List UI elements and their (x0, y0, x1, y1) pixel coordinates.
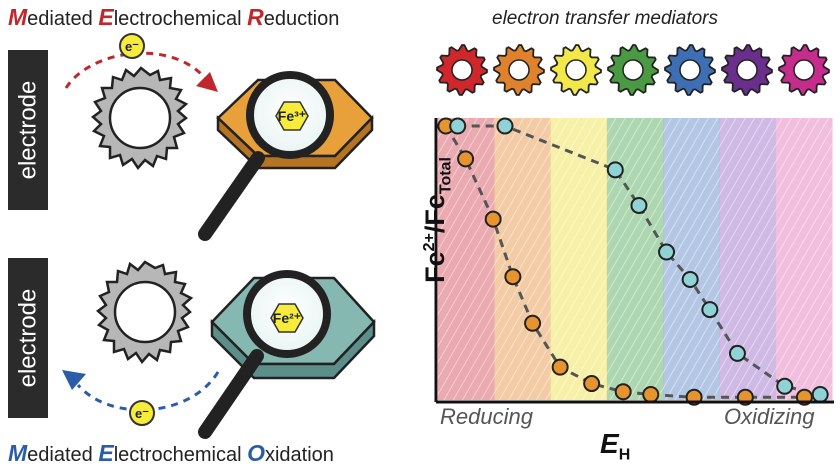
data-point (457, 150, 475, 168)
electrode-label-bottom: electrode (8, 258, 48, 418)
fit-curve-1 (457, 124, 821, 396)
data-point (449, 117, 467, 135)
x-left-label: Reducing (440, 404, 533, 429)
title-cap-e: E (98, 440, 114, 466)
fit-curve-0 (444, 125, 805, 399)
data-point (504, 268, 522, 286)
data-point (496, 117, 514, 135)
title-cap-o: O (247, 440, 265, 466)
electron-label: e⁻ (125, 39, 139, 54)
fe3-hexagon (275, 101, 309, 131)
fe2-hexagon (270, 303, 304, 333)
potential-bands (438, 118, 833, 400)
ylabel-sub: Total (437, 157, 455, 195)
arrowhead-icon (196, 72, 218, 92)
data-point (606, 161, 624, 179)
band-texture (438, 118, 832, 400)
data-point (484, 210, 502, 228)
magnifier-handle (198, 349, 264, 439)
electrode-label-top: electrode (8, 50, 48, 210)
mediator-gear-hole (565, 59, 587, 81)
oxidation-title: Mediated Electrochemical Oxidation (8, 440, 334, 467)
mediator-gear-hole (793, 59, 815, 81)
gear-hole (113, 280, 177, 344)
mediator-gear-hole (679, 59, 701, 81)
data-point (681, 270, 699, 288)
title-text: ediated (27, 444, 99, 466)
ylabel-sep: /Fe (420, 194, 450, 234)
xlabel-main: E (600, 428, 619, 459)
mediator-gear-hole (622, 59, 644, 81)
data-point (776, 377, 794, 395)
title-cap-m: M (8, 440, 28, 466)
mediators-title: electron transfer mediators (492, 8, 718, 29)
fit-curves (444, 124, 821, 399)
y-axis-label: Fe2+/FeTotal (420, 140, 460, 300)
reduction-title: Mediated Electrochemical Reduction (8, 4, 339, 31)
mediator-gear-hole (508, 59, 530, 81)
ylabel-fe: Fe (420, 251, 450, 283)
ylabel-charge: 2+ (421, 233, 438, 252)
electrode-text: electrode (14, 288, 42, 388)
electron-icon (129, 400, 155, 426)
title-text: xidation (264, 444, 334, 466)
title-text: ediated (27, 8, 99, 30)
mediator-gears (436, 44, 830, 96)
data-point (630, 196, 648, 214)
x-axis-label: EH (600, 428, 630, 465)
data-point (658, 243, 676, 261)
data-point (614, 383, 632, 401)
title-text: lectrochemical (113, 444, 248, 466)
arrowhead-icon (62, 370, 86, 390)
data-point (728, 344, 746, 362)
electrode-text: electrode (14, 80, 42, 180)
data-point (811, 386, 829, 404)
mediator-gear-hole (736, 59, 758, 81)
electron-label: e⁻ (135, 406, 149, 421)
data-point (701, 301, 719, 319)
electron-icon (119, 33, 145, 59)
data-point (642, 386, 660, 404)
title-cap-m: M (8, 4, 28, 30)
data-point (551, 358, 569, 376)
xlabel-sub: H (618, 446, 631, 464)
fe3-label: Fe³⁺ (278, 108, 306, 124)
data-point (583, 375, 601, 393)
mediator-gear-hole (451, 59, 473, 81)
fe2-label: Fe²⁺ (273, 310, 301, 326)
electron-arc-arrow (64, 51, 207, 89)
title-text: eduction (263, 8, 340, 30)
title-cap-r: R (247, 4, 264, 30)
data-point (524, 314, 542, 332)
magnifier-handle (198, 151, 265, 241)
gear-hole (108, 86, 172, 150)
title-text: lectrochemical (113, 8, 248, 30)
x-right-label: Oxidizing (724, 404, 815, 429)
title-cap-e: E (98, 4, 114, 30)
